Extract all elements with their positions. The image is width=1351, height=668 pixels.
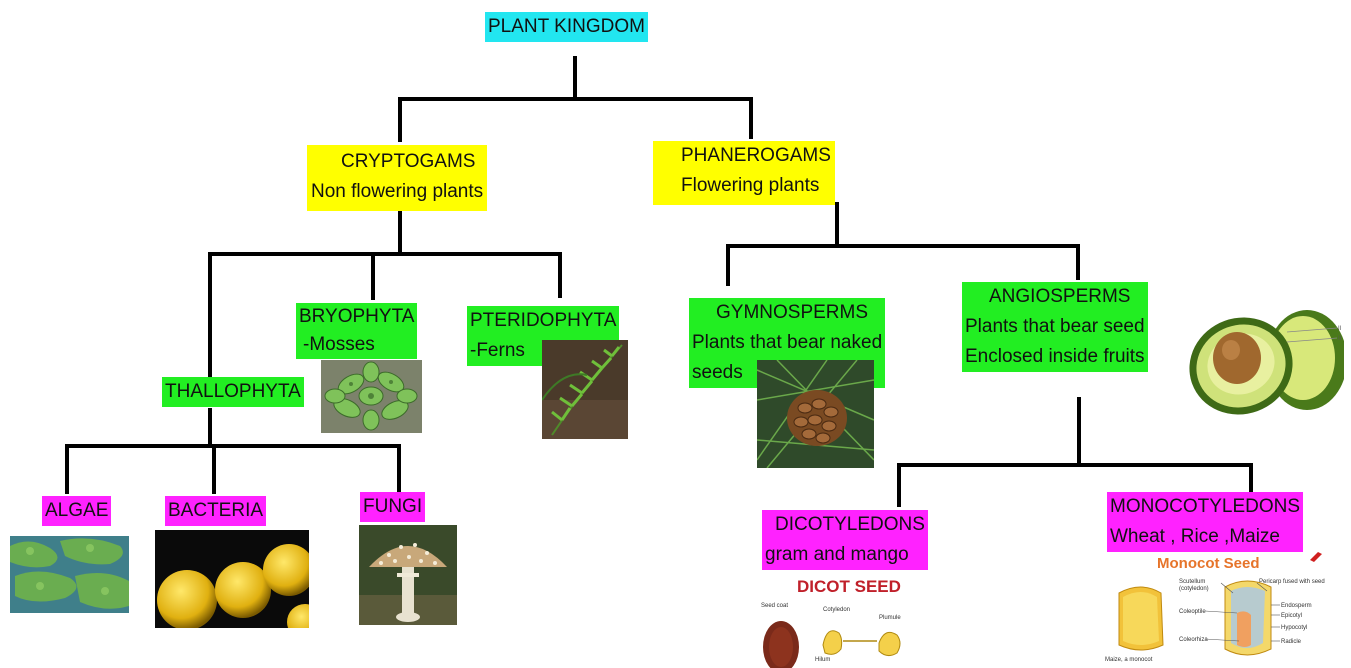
node-bryophyta: BRYOPHYTA -Mosses: [296, 303, 417, 359]
bacteria-image: [155, 530, 309, 628]
dicotyledons-title: DICOTYLEDONS: [765, 510, 925, 540]
bryophyta-subtitle: -Mosses: [299, 331, 414, 359]
pteridophyta-title: PTERIDOPHYTA: [470, 306, 616, 336]
dicotyledons-subtitle: gram and mango: [765, 540, 925, 570]
pine-cone-image: [757, 360, 874, 468]
svg-text:II: II: [1338, 336, 1342, 342]
fern-image: [542, 340, 628, 439]
moss-image: [321, 360, 422, 433]
node-bacteria: BACTERIA: [165, 496, 266, 526]
mushroom-image: [359, 525, 457, 625]
avocado-image: II II: [1187, 298, 1344, 420]
angiosperms-line2: Plants that bear seed: [965, 312, 1145, 342]
cryptogams-subtitle: Non flowering plants: [311, 177, 483, 207]
algae-image: [10, 536, 129, 613]
node-fungi: FUNGI: [360, 492, 425, 522]
node-dicotyledons: DICOTYLEDONS gram and mango: [762, 510, 928, 570]
monocot-seed-image: Monocot Seed Scutellum (cotyledon) Peric…: [1105, 553, 1327, 668]
node-plant-kingdom: PLANT KINGDOM: [485, 12, 648, 42]
dicot-seed-image: DICOT SEED Seed coat Cotyledon Plumule H…: [757, 573, 907, 668]
angiosperms-line3: Enclosed inside fruits: [965, 342, 1145, 372]
phanerogams-title: PHANEROGAMS: [681, 141, 831, 171]
dicot-seed-drawing: [757, 573, 907, 668]
gymnosperms-title: GYMNOSPERMS: [692, 298, 882, 328]
angiosperms-title: ANGIOSPERMS: [965, 282, 1145, 312]
red-mark-icon: [1310, 552, 1322, 562]
monocotyledons-title: MONOCOTYLEDONS: [1110, 492, 1300, 522]
svg-text:II: II: [1338, 326, 1342, 332]
monocotyledons-subtitle: Wheat , Rice ,Maize: [1110, 522, 1300, 552]
phanerogams-subtitle: Flowering plants: [681, 171, 831, 201]
node-phanerogams: PHANEROGAMS Flowering plants: [653, 141, 835, 205]
node-algae: ALGAE: [42, 496, 111, 526]
node-cryptogams: CRYPTOGAMS Non flowering plants: [307, 145, 487, 211]
gymnosperms-line2: Plants that bear naked: [692, 328, 882, 358]
monocot-seed-drawing: [1105, 553, 1327, 668]
cryptogams-title: CRYPTOGAMS: [311, 147, 483, 177]
node-angiosperms: ANGIOSPERMS Plants that bear seed Enclos…: [962, 282, 1148, 372]
node-monocotyledons: MONOCOTYLEDONS Wheat , Rice ,Maize: [1107, 492, 1303, 552]
node-thallophyta: THALLOPHYTA: [162, 377, 304, 407]
bryophyta-title: BRYOPHYTA: [299, 303, 414, 331]
